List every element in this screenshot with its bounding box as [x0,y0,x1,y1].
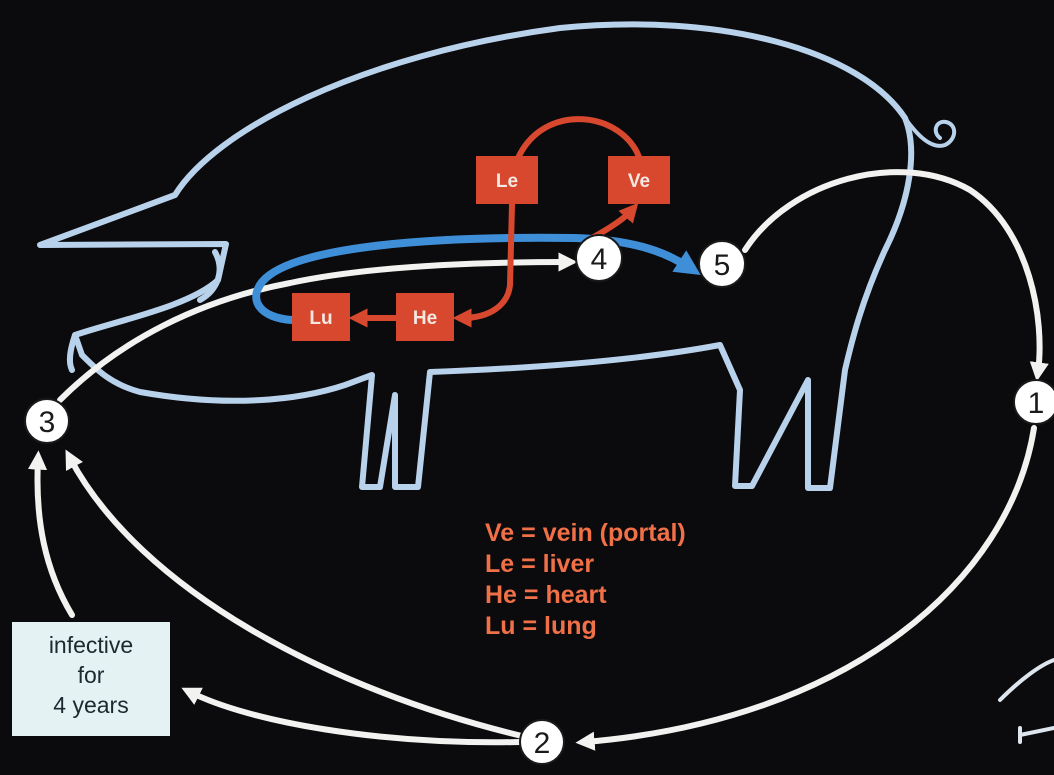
infective-line-1: infective [12,630,170,660]
arrow-stage4-to-vein [592,210,632,238]
infective-line-3: 4 years [12,690,170,720]
stage-1-label: 1 [1028,387,1045,420]
infective-line-2: for [12,660,170,690]
infective-box: infective for 4 years [12,622,170,736]
arrow-infective-to-3 [37,460,72,615]
legend-line-vein: Ve = vein (portal) [485,518,686,549]
legend: Ve = vein (portal) Le = liver He = heart… [485,518,686,642]
organ-label-liver: Le [496,171,518,192]
organ-box-vein: Ve [608,156,670,204]
stage-3-label: 3 [39,406,56,439]
life-cycle-arrows [37,172,1039,742]
stage-4-marker: 4 [576,235,622,281]
organ-box-heart: He [396,293,454,341]
organ-label-vein: Ve [628,171,650,192]
organ-label-heart: He [413,308,437,329]
stage-1-marker: 1 [1014,380,1054,424]
arrow-5-to-1 [745,172,1040,372]
stage-4-label: 4 [591,243,608,276]
organ-label-lung: Lu [309,308,332,329]
pig-outline [40,24,954,488]
legend-line-lung: Lu = lung [485,611,686,642]
arrow-liver-to-portal-vein [518,119,640,160]
stage-5-label: 5 [714,249,731,282]
arrow-2-to-infective [190,692,520,742]
stage-3-marker: 3 [25,399,69,443]
legend-line-heart: He = heart [485,580,686,611]
stage-2-label: 2 [534,727,551,760]
stage-5-marker: 5 [699,241,745,287]
organ-box-liver: Le [476,156,538,204]
partial-figure-edge [1000,660,1054,742]
red-blood-route [358,119,640,318]
organ-box-lung: Lu [292,293,350,341]
stage-2-marker: 2 [520,720,564,764]
legend-line-liver: Le = liver [485,549,686,580]
